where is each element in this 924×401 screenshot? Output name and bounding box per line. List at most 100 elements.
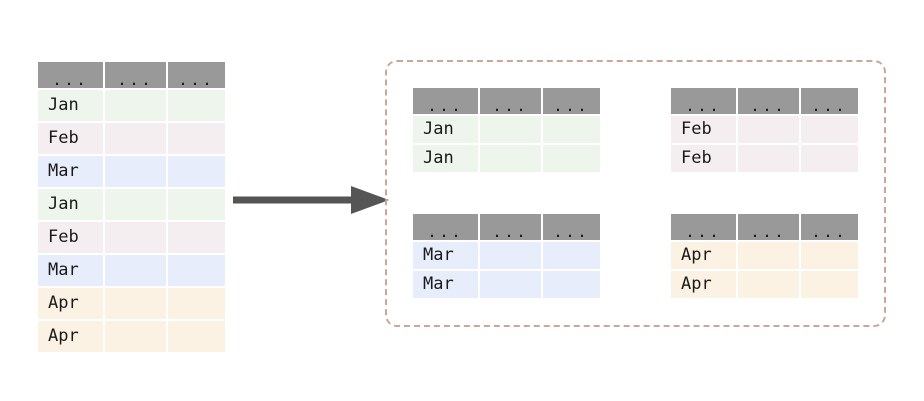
row-value-cell: [105, 189, 168, 222]
row-label-cell: Apr: [38, 321, 105, 352]
row-label: Feb: [48, 227, 79, 247]
column-header-2: ...: [105, 62, 168, 90]
row-value-cell: [168, 90, 225, 123]
row-label: Mar: [423, 245, 454, 265]
column-header-label: ...: [427, 222, 464, 241]
column-header-label: ...: [492, 222, 529, 241]
row-value-cell: [543, 145, 600, 172]
row-label-cell: Jan: [413, 145, 480, 172]
column-header-1: ...: [38, 62, 105, 90]
column-header-label: ...: [685, 222, 722, 241]
arrow-right-icon: [233, 186, 389, 214]
row-label-cell: Jan: [38, 90, 105, 123]
row-value-cell: [168, 321, 225, 352]
row-value-cell: [738, 145, 801, 172]
column-header-3: ...: [801, 214, 858, 242]
row-label-cell: Mar: [38, 255, 105, 288]
row-value-cell: [480, 116, 543, 145]
row-label: Jan: [423, 148, 454, 168]
row-value-cell: [543, 271, 600, 298]
column-header-label: ...: [52, 70, 89, 89]
row-label-cell: Mar: [413, 242, 480, 271]
group-table-header-row: ... ... ...: [671, 214, 858, 242]
group-table-header-row: ... ... ...: [671, 88, 858, 116]
row-value-cell: [168, 189, 225, 222]
row-value-cell: [801, 145, 858, 172]
column-header-1: ...: [671, 88, 738, 116]
row-value-cell: [168, 288, 225, 321]
column-header-label: ...: [553, 96, 590, 115]
table-row: Feb: [671, 116, 858, 145]
row-value-cell: [738, 116, 801, 145]
table-row: Apr: [671, 271, 858, 298]
row-label-cell: Mar: [38, 156, 105, 189]
row-label: Apr: [48, 293, 79, 313]
table-row: Apr: [38, 288, 225, 321]
column-header-2: ...: [738, 214, 801, 242]
row-label: Mar: [48, 161, 79, 181]
row-label: Apr: [48, 326, 79, 346]
column-header-3: ...: [543, 214, 600, 242]
column-header-label: ...: [685, 96, 722, 115]
row-value-cell: [105, 255, 168, 288]
table-row: Jan: [413, 145, 600, 172]
column-header-2: ...: [480, 88, 543, 116]
column-header-3: ...: [801, 88, 858, 116]
row-label-cell: Apr: [38, 288, 105, 321]
row-label: Jan: [423, 119, 454, 139]
column-header-label: ...: [427, 96, 464, 115]
row-value-cell: [801, 242, 858, 271]
row-value-cell: [738, 271, 801, 298]
column-header-label: ...: [178, 70, 215, 89]
row-value-cell: [105, 321, 168, 352]
table-row: Jan: [38, 90, 225, 123]
row-label: Apr: [681, 245, 712, 265]
column-header-3: ...: [543, 88, 600, 116]
row-label-cell: Feb: [671, 145, 738, 172]
row-value-cell: [480, 242, 543, 271]
table-row: Mar: [413, 242, 600, 271]
column-header-3: ...: [168, 62, 225, 90]
table-row: Feb: [38, 222, 225, 255]
row-value-cell: [105, 222, 168, 255]
row-value-cell: [801, 116, 858, 145]
column-header-label: ...: [811, 222, 848, 241]
column-header-label: ...: [553, 222, 590, 241]
row-label-cell: Feb: [671, 116, 738, 145]
column-header-1: ...: [413, 214, 480, 242]
row-value-cell: [105, 123, 168, 156]
row-value-cell: [543, 116, 600, 145]
column-header-label: ...: [811, 96, 848, 115]
row-value-cell: [738, 242, 801, 271]
row-label-cell: Apr: [671, 242, 738, 271]
row-label: Feb: [681, 148, 712, 168]
table-row: Mar: [413, 271, 600, 298]
source-table-header-row: ... ... ...: [38, 62, 225, 90]
row-value-cell: [105, 288, 168, 321]
column-header-label: ...: [750, 96, 787, 115]
group-container: [385, 60, 886, 327]
column-header-2: ...: [738, 88, 801, 116]
row-label-cell: Feb: [38, 222, 105, 255]
row-label-cell: Jan: [38, 189, 105, 222]
table-row: Feb: [38, 123, 225, 156]
row-value-cell: [105, 156, 168, 189]
column-header-1: ...: [413, 88, 480, 116]
row-label: Feb: [48, 128, 79, 148]
row-label-cell: Feb: [38, 123, 105, 156]
row-label: Jan: [48, 95, 79, 115]
row-label-cell: Jan: [413, 116, 480, 145]
group-table-header-row: ... ... ...: [413, 214, 600, 242]
row-value-cell: [105, 90, 168, 123]
group-table-header-row: ... ... ...: [413, 88, 600, 116]
